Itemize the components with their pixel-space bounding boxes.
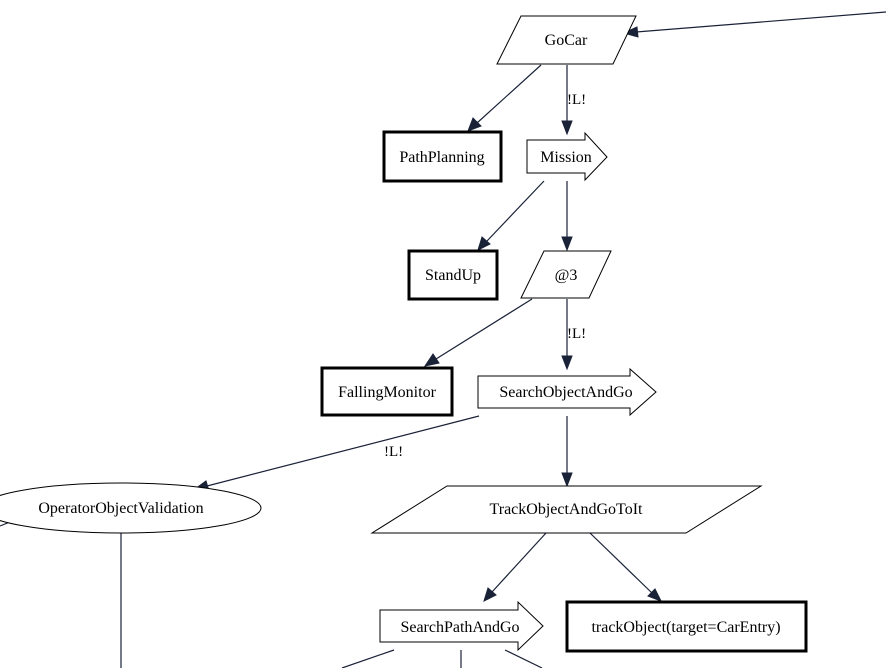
node-pathplanning-label: PathPlanning — [399, 149, 484, 166]
edge-gocar-mission — [561, 65, 573, 136]
edge-track-trackobject — [589, 532, 663, 602]
node-trackobject-label: trackObject(target=CarEntry) — [591, 619, 780, 636]
node-trackobjectandgotoit[interactable]: TrackObjectAndGoToIt — [370, 485, 763, 534]
node-at3[interactable]: @3 — [520, 250, 612, 299]
edge-searchobjectandgo-operator — [193, 415, 480, 492]
node-mission-label: Mission — [540, 149, 592, 166]
node-gocar-label: GoCar — [545, 32, 588, 49]
node-fallingmonitor[interactable]: FallingMonitor — [320, 366, 454, 417]
edge-label-searchobjectandgo-operator: !L! — [384, 444, 403, 460]
node-standup[interactable]: StandUp — [407, 249, 499, 301]
edge-searchobjectandgo-track — [561, 416, 573, 488]
edge-label-gocar-mission: !L! — [567, 92, 586, 108]
edge-searchpath-right — [504, 649, 543, 668]
node-searchpathandgo[interactable]: SearchPathAndGo — [379, 600, 544, 652]
node-trackobject[interactable]: trackObject(target=CarEntry) — [565, 600, 808, 653]
edge-label-at3-searchobjectandgo: !L! — [567, 326, 586, 342]
node-gocar[interactable]: GoCar — [496, 15, 637, 65]
node-searchobjectandgo[interactable]: SearchObjectAndGo — [477, 367, 657, 417]
edge-track-searchpathandgo — [483, 532, 547, 602]
edge-at3-fallingmonitor — [423, 298, 533, 367]
node-searchpathandgo-label: SearchPathAndGo — [400, 619, 519, 636]
edge-mission-standup — [477, 180, 545, 251]
node-pathplanning[interactable]: PathPlanning — [382, 130, 503, 183]
edge-mission-at3 — [561, 181, 573, 252]
node-mission[interactable]: Mission — [526, 131, 608, 182]
edge-searchpath-left — [341, 649, 395, 668]
node-trackobjectandgotoit-label: TrackObjectAndGoToIt — [490, 501, 643, 518]
edge-at3-searchobjectandgo — [561, 299, 573, 371]
edge-incoming-gocar — [622, 11, 886, 38]
node-operatorobjectvalidation[interactable]: OperatorObjectValidation — [0, 482, 262, 534]
node-operatorobjectvalidation-label: OperatorObjectValidation — [38, 500, 203, 517]
node-standup-label: StandUp — [425, 267, 481, 284]
edge-gocar-pathplanning — [467, 64, 542, 132]
node-fallingmonitor-label: FallingMonitor — [338, 384, 436, 401]
edges — [0, 11, 886, 668]
node-at3-label: @3 — [555, 267, 578, 284]
node-searchobjectandgo-label: SearchObjectAndGo — [499, 384, 632, 401]
